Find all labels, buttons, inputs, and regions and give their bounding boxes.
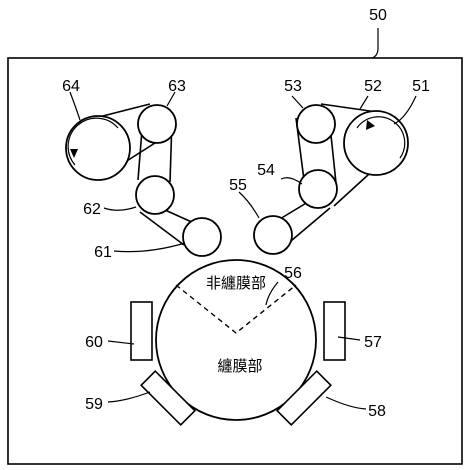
chamber-frame: [7, 57, 463, 465]
label-58: 58: [368, 403, 386, 420]
region-boundary: [175, 284, 297, 334]
leader-lines: [69, 91, 417, 410]
label-52: 52: [364, 78, 382, 95]
roller-54: [298, 169, 338, 209]
label-64: 64: [62, 78, 80, 95]
leader-50: [371, 28, 379, 59]
label-61: 61: [94, 244, 112, 261]
label-57: 57: [364, 334, 382, 351]
label-60: 60: [85, 334, 103, 351]
roller-62: [135, 175, 175, 215]
source-58: [275, 369, 333, 427]
label-54: 54: [257, 162, 275, 179]
label-51: 51: [412, 78, 430, 95]
roller-61: [182, 217, 222, 257]
source-60: [130, 301, 153, 361]
rotation-arrow-51: [356, 116, 406, 159]
roller-53: [296, 104, 336, 144]
label-53: 53: [284, 78, 302, 95]
label-62: 62: [83, 201, 101, 218]
non-coated-region-label: 非纏膜部: [206, 274, 266, 292]
roller-51: [343, 110, 409, 176]
roller-63: [137, 104, 177, 144]
roller-64: [65, 115, 131, 181]
source-57: [323, 301, 346, 361]
drum-56: [155, 259, 317, 421]
label-50: 50: [369, 7, 387, 24]
label-56: 56: [284, 265, 302, 282]
rotation-arrow-64: [67, 117, 119, 166]
coated-region-label: 纏膜部: [217, 357, 262, 375]
label-63: 63: [168, 78, 186, 95]
label-55: 55: [229, 177, 247, 194]
label-59: 59: [85, 396, 103, 413]
roller-55: [253, 215, 293, 255]
source-59: [139, 369, 197, 427]
